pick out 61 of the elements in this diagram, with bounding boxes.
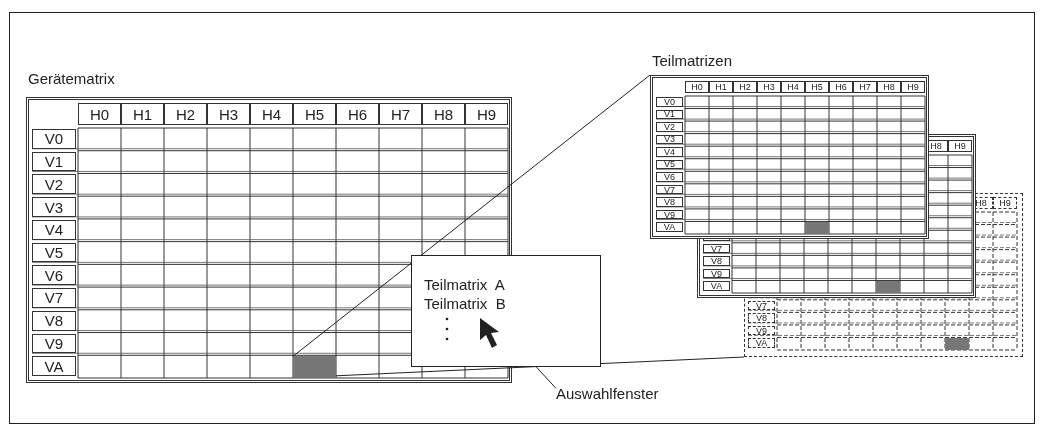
row-header: V6	[656, 172, 683, 182]
row-header: V9	[703, 268, 730, 279]
row-header: V5	[32, 242, 76, 263]
row-header: V4	[32, 219, 76, 240]
row-header: V8	[748, 313, 775, 323]
row-header: V1	[32, 151, 76, 172]
list-item: Teilmatrix A	[424, 276, 505, 293]
row-header: V9	[32, 333, 76, 354]
column-header: H7	[379, 103, 422, 125]
column-header: H4	[250, 103, 293, 125]
column-header: H2	[164, 103, 207, 125]
row-header: V2	[32, 174, 76, 195]
row-header: VA	[32, 356, 76, 376]
highlighted-cell	[293, 356, 336, 378]
column-header: H7	[853, 81, 877, 93]
column-header: H6	[336, 103, 379, 125]
column-header: H9	[465, 103, 508, 125]
row-header: V6	[32, 265, 76, 286]
column-header: H9	[993, 197, 1017, 209]
column-header: H9	[901, 81, 925, 93]
row-header: V2	[656, 122, 683, 132]
row-header: V3	[32, 197, 76, 217]
matrix-title: Teilmatrizen	[652, 52, 733, 69]
column-header: H1	[121, 103, 164, 125]
row-header: V8	[32, 310, 76, 331]
column-header: H2	[733, 81, 757, 93]
row-header: V7	[748, 300, 775, 311]
row-header: V7	[32, 288, 76, 308]
row-header: V9	[748, 325, 775, 336]
row-header: V7	[656, 184, 683, 195]
matrix-title: Gerätematrix	[28, 70, 115, 87]
projection-line	[292, 74, 651, 357]
row-header: V5	[656, 159, 683, 170]
callout-label: Auswahlfenster	[556, 385, 659, 402]
row-header: V7	[703, 243, 730, 254]
row-header: VA	[748, 338, 775, 348]
column-header: H5	[805, 81, 829, 93]
row-header: V0	[656, 97, 683, 107]
column-header: H8	[422, 103, 465, 125]
column-header: H3	[757, 81, 781, 93]
row-header: V8	[703, 256, 730, 266]
row-header: V4	[656, 147, 683, 157]
column-header: H5	[293, 103, 336, 125]
row-header: V9	[656, 209, 683, 220]
row-header: V1	[656, 109, 683, 120]
row-header: V8	[656, 197, 683, 207]
leader-line	[535, 366, 557, 389]
row-header: V3	[656, 134, 683, 145]
row-header: VA	[656, 222, 683, 232]
column-header: H0	[685, 81, 709, 93]
column-header: H3	[207, 103, 250, 125]
column-header: H9	[948, 140, 972, 152]
row-header: VA	[703, 281, 730, 291]
column-header: H4	[781, 81, 805, 93]
selection-window	[411, 255, 601, 367]
list-item: Teilmatrix B	[424, 295, 506, 312]
column-header: H0	[78, 103, 121, 125]
row-header: V0	[32, 129, 76, 149]
column-header: H6	[829, 81, 853, 93]
column-header: H1	[709, 81, 733, 93]
column-header: H8	[877, 81, 901, 93]
